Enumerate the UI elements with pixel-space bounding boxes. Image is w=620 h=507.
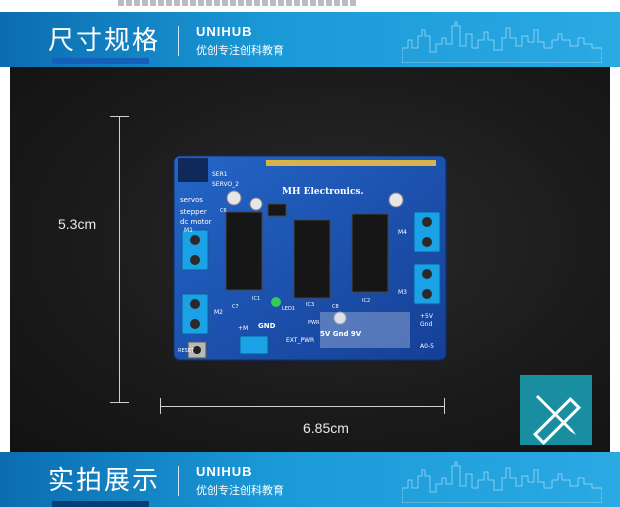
bottom-banner: 实拍展示 UNIHUB 优创专注创科教育	[0, 452, 620, 507]
svg-text:A0-5: A0-5	[420, 343, 434, 350]
svg-text:+M: +M	[238, 325, 248, 332]
svg-text:LED1: LED1	[282, 306, 295, 312]
svg-text:IC3: IC3	[306, 302, 314, 308]
svg-text:M4: M4	[398, 229, 407, 236]
svg-text:servos: servos	[180, 196, 203, 204]
svg-text:RESET: RESET	[178, 348, 195, 354]
top-strip-text-fragment	[118, 0, 358, 6]
svg-text:EXT_PWR: EXT_PWR	[286, 337, 314, 344]
svg-text:M1: M1	[184, 227, 193, 234]
pencil-ruler-badge	[520, 375, 592, 446]
svg-text:IC1: IC1	[252, 296, 260, 302]
section-title: 尺寸规格	[48, 26, 161, 56]
width-dimension-line	[160, 406, 444, 407]
svg-text:PWR: PWR	[308, 320, 320, 326]
top-strip	[0, 0, 620, 12]
svg-text:C7: C7	[232, 304, 239, 310]
svg-text:IC2: IC2	[362, 298, 370, 304]
svg-text:Gnd: Gnd	[420, 321, 432, 328]
brand-subtitle: 优创专注创科教育	[196, 44, 284, 57]
svg-text:M2: M2	[214, 309, 223, 316]
svg-text:M3: M3	[398, 289, 407, 296]
brand-name-bottom: UNIHUB	[196, 464, 253, 479]
svg-text:GND: GND	[258, 322, 276, 330]
height-dimension-cap-bottom	[110, 402, 129, 403]
board-brand-label: MH Electronics.	[282, 187, 364, 197]
section-title-bottom: 实拍展示	[48, 466, 161, 496]
width-dimension-cap-left	[160, 398, 161, 414]
svg-text:+5V: +5V	[420, 313, 434, 320]
banner-divider-bottom	[178, 466, 179, 496]
width-dimension-cap-right	[444, 398, 445, 414]
svg-text:dc motor: dc motor	[180, 218, 212, 226]
brand-subtitle-bottom: 优创专注创科教育	[196, 484, 284, 497]
motor-shield-board-image: MH Electronics. SER1 SERVO_2 servos step…	[173, 155, 447, 361]
width-label: 6.85cm	[303, 420, 349, 436]
banner-divider	[178, 26, 179, 56]
height-dimension-cap-top	[110, 116, 129, 117]
svg-text:C6: C6	[220, 208, 227, 214]
svg-text:SERVO_2: SERVO_2	[212, 181, 239, 188]
city-skyline-icon-bottom	[402, 461, 602, 503]
svg-text:5V Gnd 9V: 5V Gnd 9V	[320, 330, 362, 338]
svg-text:stepper: stepper	[180, 208, 207, 216]
top-banner: 尺寸规格 UNIHUB 优创专注创科教育	[0, 12, 620, 67]
pencil-ruler-icon	[532, 395, 582, 446]
city-skyline-icon	[402, 21, 602, 63]
svg-text:C8: C8	[332, 304, 339, 310]
brand-name: UNIHUB	[196, 24, 253, 39]
svg-text:SER1: SER1	[212, 171, 228, 178]
title-underline	[52, 58, 149, 64]
height-label: 5.3cm	[58, 216, 97, 232]
title-underline-bottom	[52, 501, 149, 507]
height-dimension-line	[119, 116, 120, 402]
